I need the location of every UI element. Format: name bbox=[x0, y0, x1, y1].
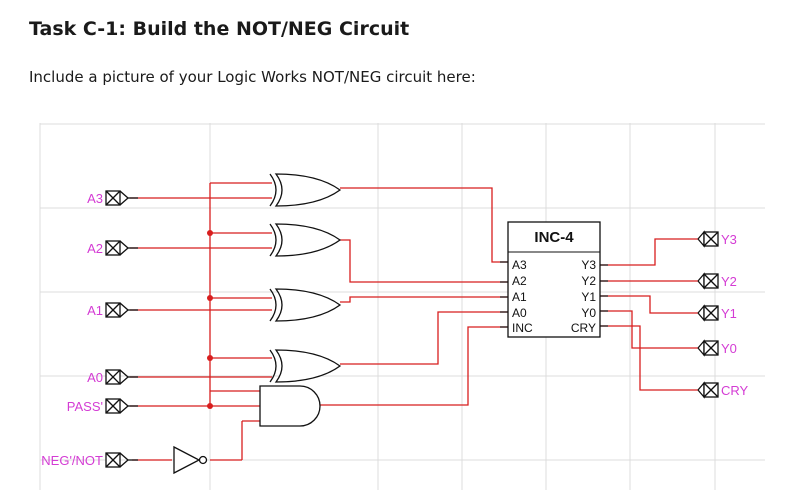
chip-pin-y0: Y0 bbox=[581, 306, 596, 320]
wires bbox=[130, 182, 698, 461]
port-label-a0: A0 bbox=[87, 370, 103, 385]
port-label-y3: Y3 bbox=[721, 232, 737, 247]
chip-pin-a2: A2 bbox=[512, 274, 527, 288]
port-label-neg-not: NEG'/NOT bbox=[41, 453, 103, 468]
grid bbox=[39, 123, 765, 490]
chip-pin-inc: INC bbox=[512, 321, 533, 335]
chip-pin-a0: A0 bbox=[512, 306, 527, 320]
chip-pin-a1: A1 bbox=[512, 290, 527, 304]
port-y0-icon bbox=[697, 339, 719, 357]
port-label-a2: A2 bbox=[87, 241, 103, 256]
chip-pin-y2: Y2 bbox=[581, 274, 596, 288]
junction-dots bbox=[207, 230, 213, 409]
port-neg-not-icon bbox=[105, 452, 138, 468]
inc-4-chip: INC-4 A3 A2 A1 A0 INC Y3 Y2 Y1 Y0 CRY bbox=[500, 221, 608, 338]
port-a0-icon bbox=[105, 369, 138, 385]
port-a2-icon bbox=[105, 240, 138, 256]
port-label-a1: A1 bbox=[87, 303, 103, 318]
port-label-y2: Y2 bbox=[721, 274, 737, 289]
port-y3-icon bbox=[697, 230, 719, 248]
input-ports bbox=[105, 190, 138, 468]
chip-pin-y3: Y3 bbox=[581, 258, 596, 272]
and-gate-icon bbox=[259, 385, 321, 427]
not-gate-icon bbox=[173, 445, 208, 475]
port-y2-icon bbox=[697, 272, 719, 290]
port-a1-icon bbox=[105, 302, 138, 318]
port-y1-icon bbox=[697, 304, 719, 322]
xor-gate-icon bbox=[269, 173, 342, 207]
port-label-y1: Y1 bbox=[721, 306, 737, 321]
port-label-a3: A3 bbox=[87, 191, 103, 206]
port-label-y0: Y0 bbox=[721, 341, 737, 356]
xor-gates bbox=[269, 173, 342, 383]
chip-pin-cry: CRY bbox=[571, 321, 596, 335]
port-a3-icon bbox=[105, 190, 138, 206]
page-title: Task C-1: Build the NOT/NEG Circuit bbox=[29, 18, 410, 40]
port-label-cry: CRY bbox=[721, 383, 749, 398]
chip-title: INC-4 bbox=[534, 229, 574, 246]
port-pass-icon bbox=[105, 398, 138, 414]
port-cry-icon bbox=[697, 381, 719, 399]
xor-gate-icon bbox=[269, 349, 342, 383]
port-label-pass: PASS' bbox=[67, 399, 103, 414]
instruction-text: Include a picture of your Logic Works NO… bbox=[29, 68, 476, 86]
xor-gate-icon bbox=[269, 223, 342, 257]
chip-pin-y1: Y1 bbox=[581, 290, 596, 304]
xor-gate-icon bbox=[269, 288, 342, 322]
output-ports bbox=[697, 230, 719, 399]
chip-pin-a3: A3 bbox=[512, 258, 527, 272]
